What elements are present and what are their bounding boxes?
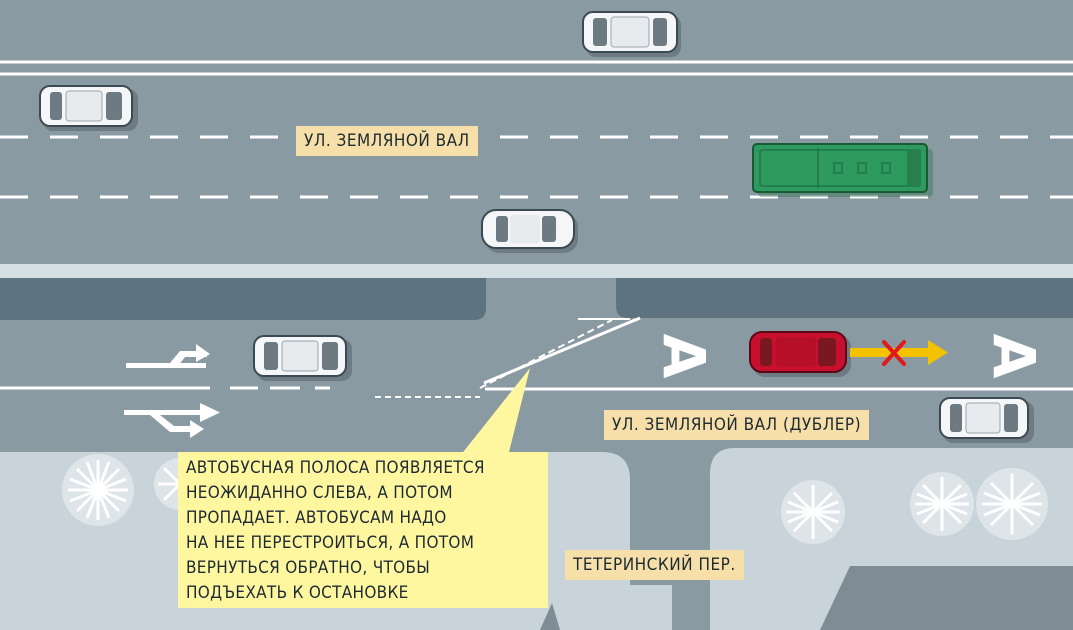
tree-icon	[781, 480, 845, 544]
note-line: НА НЕЕ ПЕРЕСТРОИТЬСЯ, А ПОТОМ	[186, 533, 475, 553]
blocked-direction-arrow-icon	[850, 340, 948, 365]
explanation-note: АВТОБУСНАЯ ПОЛОСА ПОЯВЛЯЕТСЯ НЕОЖИДАННО …	[178, 452, 548, 608]
median-left	[0, 278, 486, 320]
bus-lane-letter-a-right: А	[980, 334, 1048, 379]
bus-lane-letter: А	[980, 334, 1048, 379]
tree-icon	[910, 472, 974, 536]
straight-left-arrow-icon	[126, 344, 210, 368]
bus-lane-letter-a-left: А	[650, 334, 718, 379]
white-suv	[582, 11, 681, 57]
note-line: НЕОЖИДАННО СЛЕВА, А ПОТОМ	[186, 483, 453, 503]
tree-icon	[976, 468, 1048, 540]
median-edge	[0, 264, 1073, 278]
white-suv	[939, 397, 1034, 443]
tree-icon	[62, 454, 134, 526]
note-line: АВТОБУСНАЯ ПОЛОСА ПОЯВЛЯЕТСЯ	[186, 458, 485, 478]
white-sedan	[481, 209, 578, 253]
sidewalk-corner	[552, 585, 672, 630]
building	[820, 566, 1073, 630]
green-bus	[752, 143, 933, 197]
service-road-markings	[0, 316, 1073, 398]
white-suv	[39, 85, 138, 131]
straight-right-arrow-icon	[124, 403, 220, 438]
note-line: ПОДЪЕХАТЬ К ОСТАНОВКЕ	[186, 583, 409, 603]
red-car	[749, 331, 851, 377]
side-street-label: ТЕТЕРИНСКИЙ ПЕР.	[565, 550, 744, 580]
main-street-label: УЛ. ЗЕМЛЯНОЙ ВАЛ	[296, 126, 478, 156]
callout-pointer	[460, 368, 530, 456]
building-small	[540, 603, 560, 630]
bus-lane-letter: А	[650, 334, 718, 379]
white-suv	[253, 335, 352, 381]
median-right	[616, 278, 1073, 318]
main-road-markings	[0, 60, 1073, 199]
note-line: ВЕРНУТЬСЯ ОБРАТНО, ЧТОБЫ	[186, 558, 431, 578]
red-cross-icon	[882, 340, 906, 366]
service-road-label: УЛ. ЗЕМЛЯНОЙ ВАЛ (ДУБЛЕР)	[604, 410, 870, 440]
note-line: ПРОПАДАЕТ. АВТОБУСАМ НАДО	[186, 508, 447, 528]
